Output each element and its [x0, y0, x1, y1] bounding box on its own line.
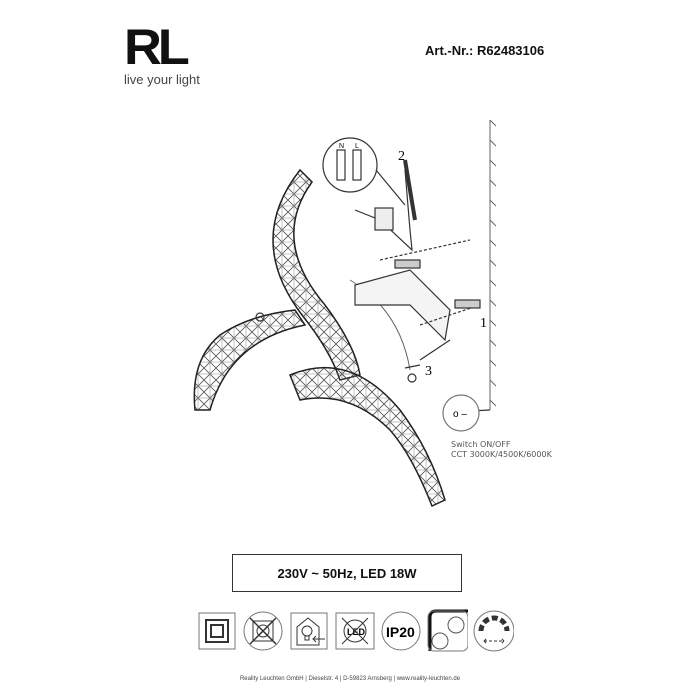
company-footer: Reality Leuchten GmbH | Dieselstr. 4 | D…	[239, 676, 461, 682]
wall-ceiling-mount-icon	[426, 609, 468, 652]
indoor-use-icon	[288, 610, 330, 652]
callout-1: 1	[480, 316, 487, 331]
logo-mark: RL	[124, 19, 190, 75]
callout-2: 2	[398, 149, 405, 164]
switch-note: Switch ON/OFF CCT 3000K/4500K/6000K	[451, 440, 552, 460]
callout-3: 3	[425, 364, 432, 379]
electrical-spec: 230V ~ 50Hz, LED 18W	[232, 554, 462, 592]
wire-label-l: L	[355, 143, 359, 150]
arm-right	[289, 367, 446, 508]
arm-top	[272, 168, 361, 381]
led-not-replaceable-icon: LED	[334, 610, 376, 652]
assembly-diagram: 2 1 3 N L o –	[193, 119, 497, 508]
arm-left	[193, 309, 307, 411]
adjustable-icon	[472, 610, 514, 652]
protection-class-ii-icon	[196, 610, 238, 652]
article-number: Art.-Nr.: R62483106	[425, 43, 545, 58]
ip20-icon: IP20	[380, 610, 422, 652]
mounting-bracket	[255, 137, 491, 432]
no-dimmer-icon	[242, 610, 284, 652]
logo-tagline: live your light	[124, 72, 200, 87]
safety-icons: LED IP20	[196, 609, 514, 652]
switch-line-2: CCT 3000K/4500K/6000K	[451, 450, 552, 459]
wall	[489, 119, 497, 410]
brand-logo: RL live your light	[124, 22, 204, 87]
switch-symbol: o –	[453, 409, 467, 420]
switch-line-1: Switch ON/OFF	[451, 440, 511, 449]
wire-label-n: N	[339, 143, 344, 150]
ip20-label: IP20	[386, 624, 415, 640]
lamp-arms	[193, 168, 446, 508]
